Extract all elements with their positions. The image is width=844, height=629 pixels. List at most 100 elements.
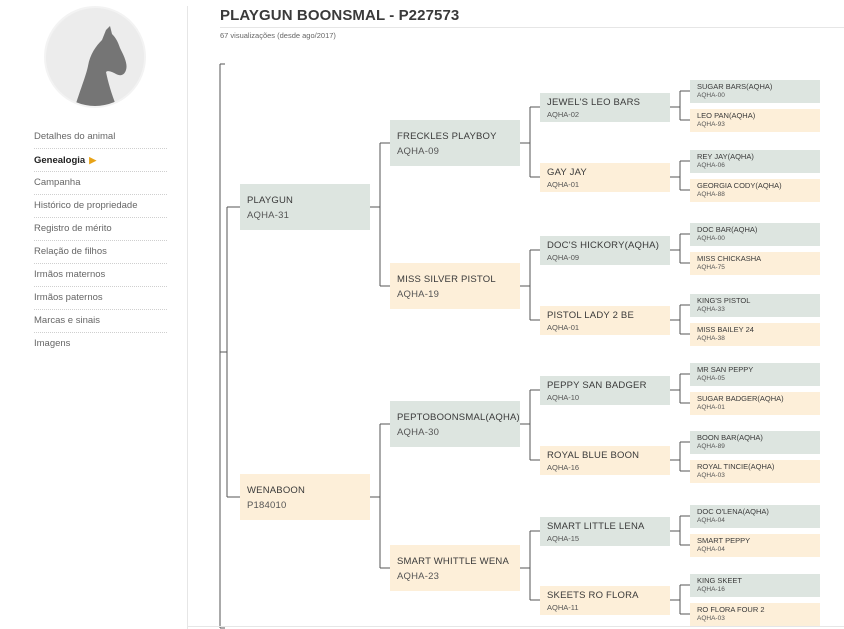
- sidebar-item-marcas-e-sinais[interactable]: Marcas e sinais: [34, 310, 167, 333]
- sidebar-item-label: Imagens: [34, 338, 71, 349]
- horse-registration: AQHA-04: [697, 516, 725, 524]
- horse-registration: AQHA-88: [697, 190, 725, 198]
- horse-registration: AQHA-16: [697, 585, 725, 593]
- avatar: [44, 6, 146, 108]
- horse-registration: AQHA-01: [697, 403, 725, 411]
- pedigree-node-gen4-sire[interactable]: DOC BAR(AQHA)AQHA-00: [690, 222, 820, 246]
- horse-name: BOON BAR(AQHA): [697, 432, 763, 442]
- horse-registration: AQHA-89: [697, 442, 725, 450]
- horse-registration: AQHA-04: [697, 545, 725, 553]
- horse-name: DOC'S HICKORY(AQHA): [547, 239, 660, 251]
- pedigree-node-gen1-sire[interactable]: PLAYGUN AQHA-31: [240, 184, 370, 230]
- horse-name: SMART PEPPY: [697, 535, 751, 545]
- pedigree-node-gen3-sire[interactable]: DOC'S HICKORY(AQHA)AQHA-09: [540, 235, 670, 265]
- horse-name: WENABOON: [247, 485, 306, 496]
- horse-name: SUGAR BARS(AQHA): [697, 81, 773, 91]
- horse-registration: AQHA-01: [547, 322, 580, 332]
- horse-name: SKEETS RO FLORA: [547, 589, 639, 601]
- sidebar-item-registro-de-merito[interactable]: Registro de mérito: [34, 218, 167, 241]
- sidebar-item-campanha[interactable]: Campanha: [34, 172, 167, 195]
- horse-name: GAY JAY: [547, 166, 587, 178]
- view-count: 67 visualizações (desde ago/2017): [220, 31, 336, 40]
- sidebar-item-label: Relação de filhos: [34, 246, 107, 257]
- bottom-divider: [188, 626, 844, 627]
- pedigree-node-gen4-dam[interactable]: SUGAR BADGER(AQHA)AQHA-01: [690, 391, 820, 415]
- horse-name: MISS BAILEY 24: [697, 324, 754, 334]
- pedigree-node-gen4-sire[interactable]: SUGAR BARS(AQHA)AQHA-00: [690, 79, 820, 103]
- horse-registration: AQHA-16: [547, 462, 580, 472]
- horse-registration: AQHA-01: [547, 179, 580, 189]
- horse-name: PLAYGUN: [247, 195, 294, 206]
- pedigree-node-gen2-dam[interactable]: SMART WHITTLE WENA AQHA-23: [390, 545, 520, 591]
- sidebar-item-imagens[interactable]: Imagens: [34, 333, 167, 356]
- sidebar-item-label: Irmãos paternos: [34, 292, 103, 303]
- active-arrow-icon: ▶: [89, 155, 97, 165]
- horse-name: MR SAN PEPPY: [697, 364, 754, 374]
- horse-name: ROYAL TINCIE(AQHA): [697, 461, 775, 471]
- horse-name: SMART LITTLE LENA: [547, 520, 645, 532]
- sidebar-item-label: Genealogia: [34, 155, 86, 166]
- horse-registration: AQHA-75: [697, 263, 725, 271]
- horse-registration: AQHA-38: [697, 334, 725, 342]
- pedigree-node-gen4-dam[interactable]: ROYAL TINCIE(AQHA)AQHA-03: [690, 459, 820, 483]
- horse-registration: AQHA-19: [397, 289, 440, 300]
- horse-registration: AQHA-30: [397, 427, 440, 438]
- sidebar-item-historico-de-propriedade[interactable]: Histórico de propriedade: [34, 195, 167, 218]
- horse-name: MISS SILVER PISTOL: [397, 274, 496, 285]
- horse-registration: P184010: [247, 500, 287, 511]
- horse-registration: AQHA-00: [697, 91, 725, 99]
- pedigree-node-gen1-dam[interactable]: WENABOON P184010: [240, 474, 370, 520]
- horse-name: SMART WHITTLE WENA: [397, 556, 509, 567]
- pedigree-node-gen2-sire[interactable]: PEPTOBOONSMAL(AQHA)AQHA-30: [390, 401, 520, 447]
- sidebar-item-label: Marcas e sinais: [34, 315, 100, 326]
- horse-name: PISTOL LADY 2 BE: [547, 309, 634, 321]
- horse-name: ROYAL BLUE BOON: [547, 449, 640, 461]
- horse-registration: AQHA-05: [697, 374, 725, 382]
- horse-registration: AQHA-09: [397, 146, 440, 157]
- horse-name: RO FLORA FOUR 2: [697, 604, 765, 614]
- pedigree-node-gen4-sire[interactable]: REY JAY(AQHA)AQHA-06: [690, 149, 820, 173]
- horse-registration: AQHA-02: [547, 109, 580, 119]
- sidebar-item-label: Campanha: [34, 177, 81, 188]
- sidebar-item-genealogia[interactable]: Genealogia▶: [34, 149, 167, 172]
- sidebar-item-detalhes-do-animal[interactable]: Detalhes do animal: [34, 126, 167, 149]
- sidebar-item-label: Irmãos maternos: [34, 269, 106, 280]
- pedigree-node-gen4-dam[interactable]: LEO PAN(AQHA)AQHA-93: [690, 108, 820, 132]
- sidebar-divider: [187, 6, 188, 629]
- page-title: PLAYGUN BOONSMAL - P227573: [220, 7, 460, 24]
- horse-registration: AQHA-11: [547, 602, 579, 612]
- pedigree-node-gen4-dam[interactable]: GEORGIA CODY(AQHA)AQHA-88: [690, 178, 820, 202]
- sidebar-item-irmaos-paternos[interactable]: Irmãos paternos: [34, 287, 167, 310]
- sidebar-item-irmaos-maternos[interactable]: Irmãos maternos: [34, 264, 167, 287]
- horse-registration: AQHA-03: [697, 614, 725, 622]
- horse-registration: AQHA-31: [247, 210, 290, 221]
- horse-registration: AQHA-23: [397, 571, 440, 582]
- horse-registration: AQHA-15: [547, 533, 580, 543]
- sidebar-item-label: Detalhes do animal: [34, 131, 116, 142]
- pedigree-node-gen4-sire[interactable]: BOON BAR(AQHA)AQHA-89: [690, 430, 820, 454]
- pedigree-node-gen2-dam[interactable]: MISS SILVER PISTOL AQHA-19: [390, 263, 520, 309]
- horse-head-silhouette-icon: [46, 8, 144, 106]
- horse-name: DOC BAR(AQHA): [697, 224, 758, 234]
- sidebar-item-relacao-de-filhos[interactable]: Relação de filhos: [34, 241, 167, 264]
- horse-name: KING'S PISTOL: [697, 295, 751, 305]
- pedigree-node-gen4-sire[interactable]: DOC O'LENA(AQHA)AQHA-04: [690, 504, 820, 528]
